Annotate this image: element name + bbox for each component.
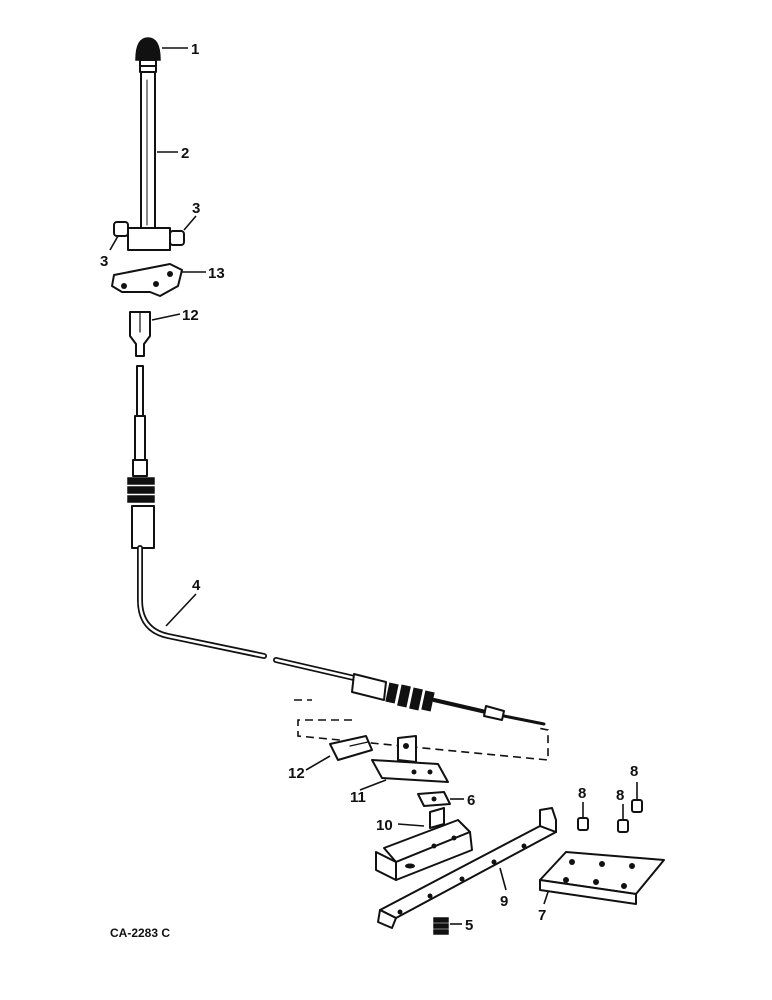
dashed-group-outline (294, 699, 549, 761)
callout-pin-b: 8 (616, 787, 624, 804)
mount-bracket-part: 10 (375, 807, 473, 881)
callout-mount-bracket: 10 (376, 817, 393, 834)
callout-bushing-left: 3 (100, 253, 108, 270)
lever-part: 2 (127, 71, 189, 251)
callout-bushing-right: 3 (192, 200, 200, 217)
callout-lever: 2 (181, 145, 189, 162)
cable-part: 4 (127, 365, 546, 726)
pin-a-part: 8 (577, 785, 589, 831)
callout-support-arm: 9 (500, 893, 508, 910)
knob-part: 1 (135, 37, 199, 73)
callout-pin-a: 8 (578, 785, 586, 802)
figure-code: CA-2283 C (110, 926, 170, 940)
callout-clamp-bracket: 11 (350, 789, 366, 806)
callout-spring: 5 (465, 917, 473, 934)
pin-c-part: 8 (630, 763, 643, 813)
callout-cable: 4 (192, 577, 201, 594)
callout-pin-c: 8 (630, 763, 638, 780)
callout-knob: 1 (191, 41, 199, 58)
lever-bracket-part: 13 (111, 263, 225, 297)
clamp-bracket-part: 11 (350, 735, 449, 806)
callout-plate: 6 (467, 792, 475, 809)
spring-part: 5 (433, 917, 473, 935)
callout-bracket-plate: 7 (538, 907, 546, 924)
clevis-lower-part: 12 (288, 735, 373, 782)
bushing-left-part: 3 (100, 221, 129, 270)
plate-part: 6 (417, 791, 475, 809)
callout-lever-bracket: 13 (208, 265, 225, 282)
clevis-upper-part: 12 (129, 307, 199, 357)
callout-clevis-lower: 12 (288, 765, 305, 782)
callout-clevis-upper: 12 (182, 307, 199, 324)
pin-b-part: 8 (616, 787, 629, 833)
bracket-plate-part: 7 (538, 851, 665, 924)
bushing-right-part: 3 (169, 200, 200, 246)
support-arm-part: 9 (377, 807, 557, 929)
